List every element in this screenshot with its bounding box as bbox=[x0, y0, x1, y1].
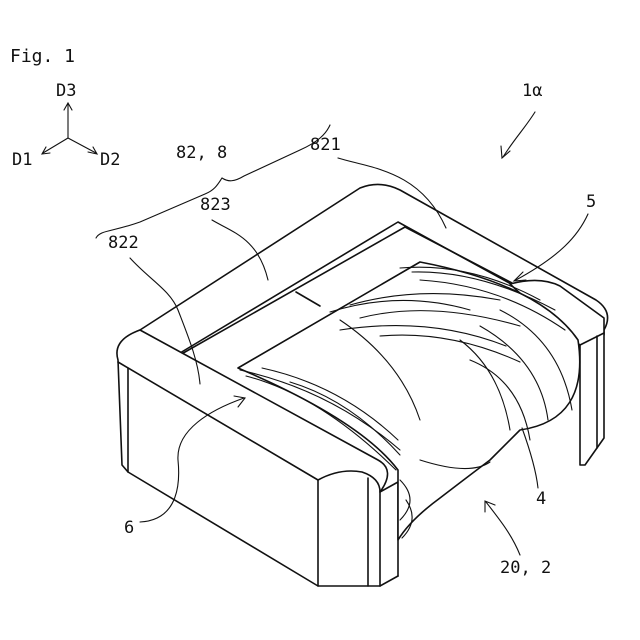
label-part-6: 6 bbox=[124, 518, 134, 538]
direction-indicator: D3 D1 D2 bbox=[12, 81, 120, 170]
axis-label-d3: D3 bbox=[56, 81, 76, 101]
label-core: 82, 8 bbox=[176, 143, 227, 163]
label-top-plate: 821 bbox=[310, 135, 341, 155]
axis-label-d2: D2 bbox=[100, 150, 120, 170]
label-flange-top: 823 bbox=[200, 195, 231, 215]
figure-title: Fig. 1 bbox=[10, 46, 75, 67]
label-device: 1α bbox=[522, 81, 542, 101]
label-part-4: 4 bbox=[536, 489, 546, 509]
axis-label-d1: D1 bbox=[12, 150, 32, 170]
label-part-5: 5 bbox=[586, 192, 596, 212]
label-coil: 20, 2 bbox=[500, 558, 551, 578]
label-flange-left: 822 bbox=[108, 233, 139, 253]
device-arrow bbox=[503, 112, 535, 157]
